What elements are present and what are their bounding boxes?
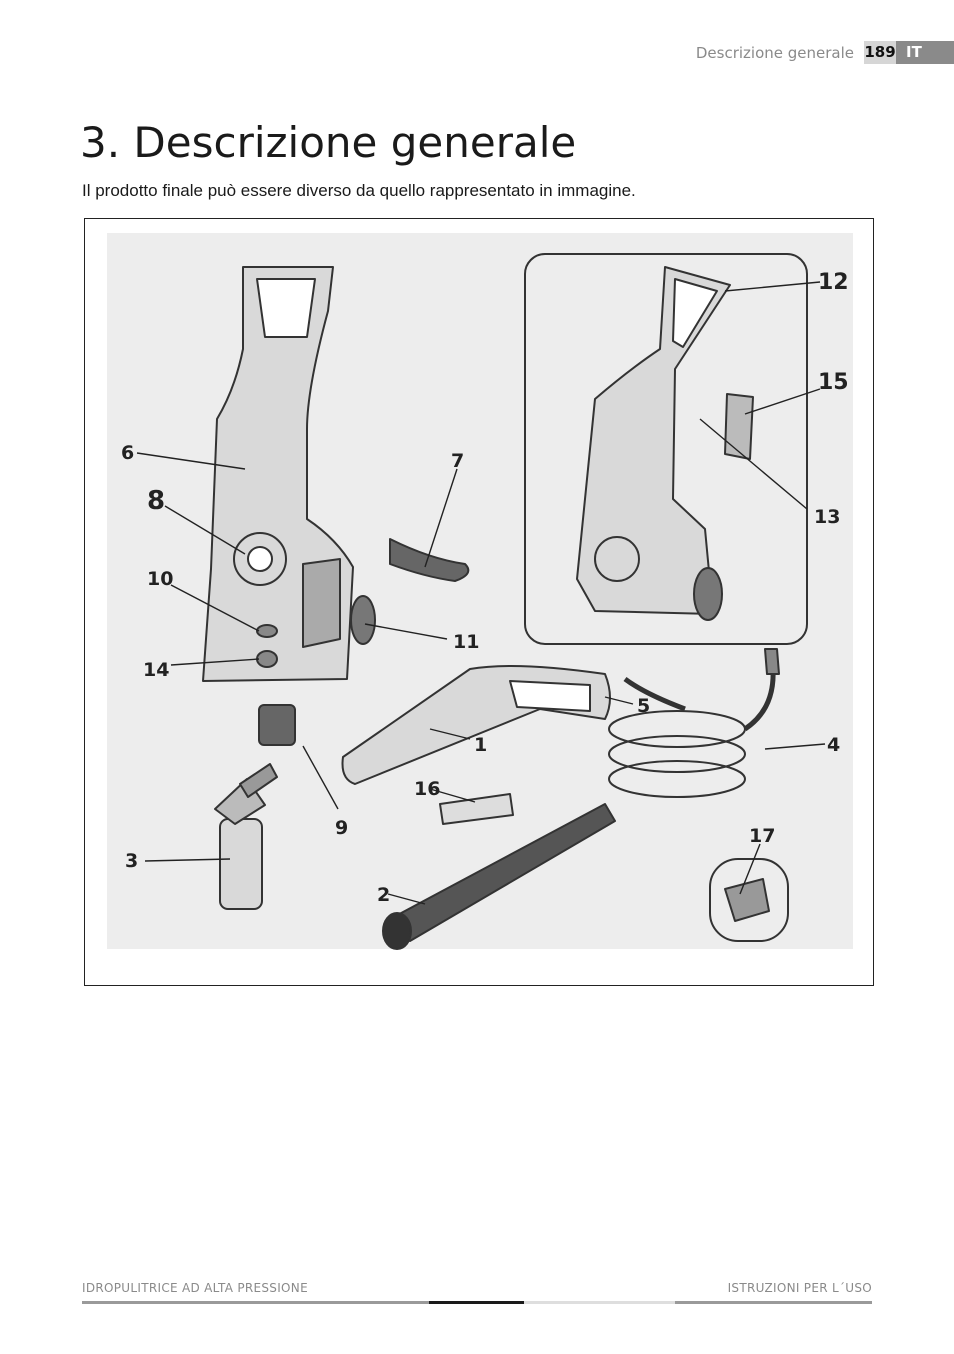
hose-adapter-drawing [724,878,770,922]
callout-9: 9 [335,817,348,839]
page-number: 189 [864,41,896,64]
callout-10: 10 [147,568,173,590]
page-subtitle: Il prodotto finale può essere diverso da… [82,181,636,200]
footer-bar-segment [82,1301,429,1304]
callout-11: 11 [453,631,479,653]
callout-14: 14 [143,659,169,681]
callout-6: 6 [121,442,134,464]
cleaning-brush-drawing [439,793,514,825]
page-title: 3. Descrizione generale [80,118,577,167]
nozzle-cap-drawing [258,704,296,746]
running-header-section: Descrizione generale [695,44,854,62]
footer-bar-segment [675,1301,872,1304]
hose-drawing [608,648,776,798]
footer-bar-segment [429,1301,524,1304]
callout-5: 5 [637,695,650,717]
footer-document-type: ISTRUZIONI PER L´USO [727,1281,872,1295]
footer-product-name: IDROPULITRICE AD ALTA PRESSIONE [82,1281,308,1295]
callout-4: 4 [827,734,840,756]
callout-8: 8 [147,486,165,516]
product-parts-figure: 1 2 3 4 5 6 7 8 9 10 11 12 13 14 15 16 1… [84,218,874,986]
language-tab: IT [896,41,954,64]
callout-7: 7 [451,450,464,472]
callout-15: 15 [818,370,849,395]
main-unit-front-drawing [202,266,470,682]
foam-bottle-drawing [214,763,278,910]
parts-illustration: 1 2 3 4 5 6 7 8 9 10 11 12 13 14 15 16 1… [107,233,853,950]
callout-1: 1 [474,734,487,756]
callout-12: 12 [818,270,849,295]
rear-view-frame [524,253,808,645]
callout-16: 16 [414,778,440,800]
footer-bar-segment [524,1301,675,1304]
callout-2: 2 [377,884,390,906]
callout-17: 17 [749,825,775,847]
callout-13: 13 [814,506,840,528]
main-unit-rear-drawing [576,266,754,621]
callout-3: 3 [125,850,138,872]
